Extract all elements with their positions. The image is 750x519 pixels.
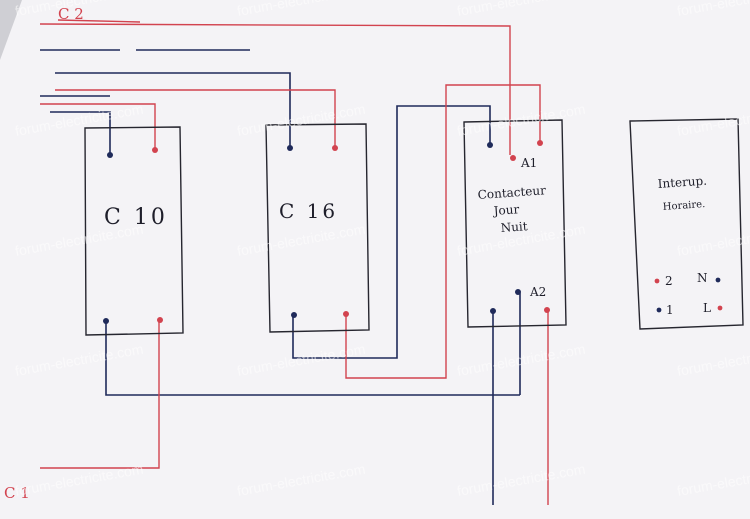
label-c2: C 2	[58, 5, 84, 23]
terminals	[103, 140, 723, 324]
label-a2: A2	[529, 285, 546, 299]
time-switch-box	[629, 118, 744, 330]
label-terminal-l: L	[703, 301, 711, 315]
label-contactor-line2: Jour	[491, 202, 520, 218]
label-c1: C 1	[4, 484, 30, 502]
breaker-c16-box	[265, 123, 370, 333]
label-contactor-line3: Nuit	[500, 219, 528, 235]
breaker-c10-box	[84, 126, 184, 336]
label-breaker-c10: C 10	[104, 205, 168, 230]
contactor-box	[463, 119, 567, 328]
paper-shadow	[0, 0, 22, 60]
label-breaker-c16: C 16	[279, 199, 338, 223]
label-terminal-2: 2	[665, 274, 673, 288]
component-boxes	[84, 118, 744, 336]
red-wires	[39, 19, 549, 505]
label-terminal-1: 1	[666, 303, 674, 317]
label-a1: A1	[520, 156, 537, 170]
label-time-switch-line1: Interup.	[657, 174, 707, 191]
label-time-switch-line2: Horaire.	[662, 199, 705, 213]
label-terminal-n: N	[697, 271, 708, 285]
label-contactor-line1: Contacteur	[477, 183, 546, 202]
